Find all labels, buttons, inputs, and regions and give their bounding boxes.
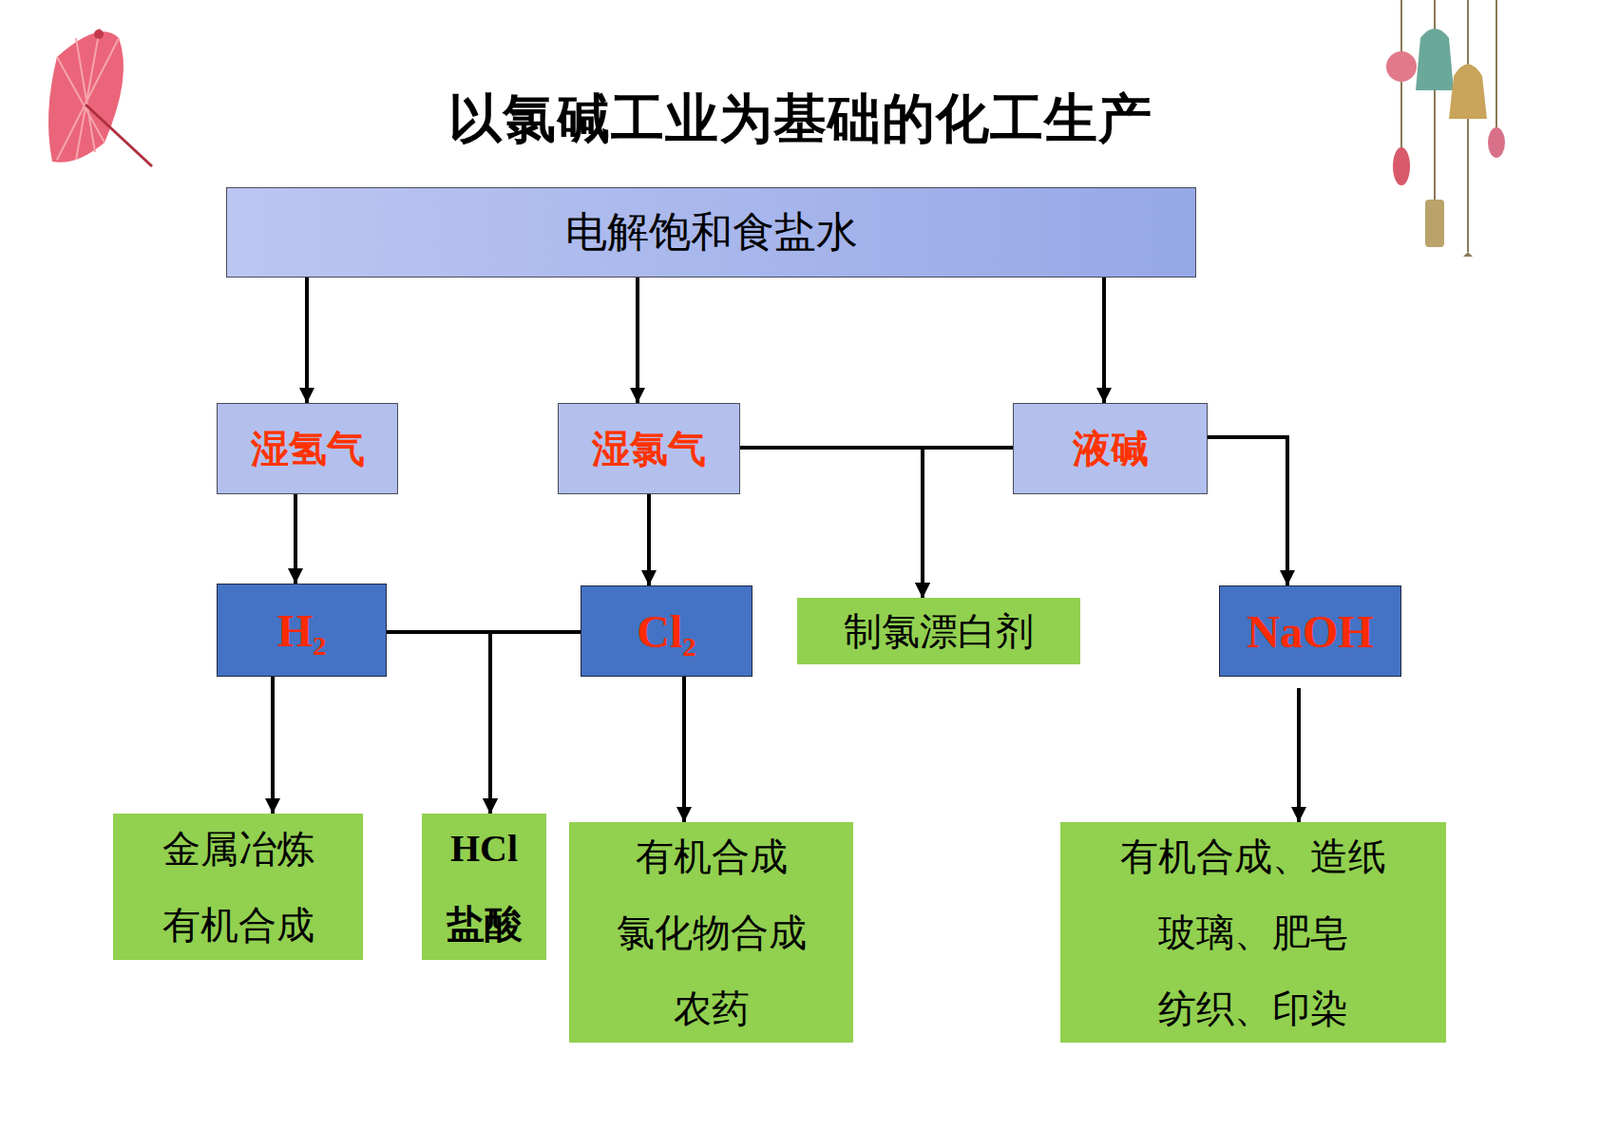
flow-arrow bbox=[922, 447, 1013, 598]
application-box: 有机合成 氯化物合成 农药 bbox=[569, 821, 854, 1043]
product-box: Cl₂ bbox=[580, 585, 753, 677]
process-box: 电解饱和食盐水 bbox=[226, 187, 1197, 278]
flow-arrow bbox=[386, 631, 491, 814]
node-text: 电解饱和食盐水 bbox=[227, 204, 1196, 261]
flow-arrow bbox=[1296, 687, 1301, 822]
intermediate-box: 湿氢气 bbox=[216, 402, 399, 495]
diagram-title: 以氯碱工业为基础的化工生产 bbox=[0, 83, 1600, 156]
node-text: H₂ bbox=[217, 604, 386, 657]
node-text: 有机合成 氯化物合成 农药 bbox=[569, 818, 854, 1047]
flow-arrow bbox=[635, 277, 640, 403]
node-text: 湿氢气 bbox=[217, 422, 398, 476]
node-text: 液碱 bbox=[1013, 422, 1207, 476]
node-text: Cl₂ bbox=[581, 605, 752, 658]
flow-arrow bbox=[304, 277, 309, 403]
flow-arrow bbox=[490, 631, 581, 814]
intermediate-box: 湿氯气 bbox=[557, 402, 741, 495]
node-text: 湿氯气 bbox=[558, 422, 740, 476]
product-box: NaOH bbox=[1219, 585, 1402, 677]
application-box: HCl 盐酸 bbox=[421, 813, 547, 960]
umbrella-illustration bbox=[48, 28, 153, 167]
intermediate-box: 液碱 bbox=[1012, 402, 1208, 495]
node-text: 制氯漂白剂 bbox=[797, 592, 1081, 669]
flow-arrow bbox=[682, 676, 686, 822]
flow-arrow bbox=[740, 447, 923, 598]
node-text: 金属冶炼 有机合成 bbox=[113, 810, 363, 963]
application-box: 金属冶炼 有机合成 bbox=[113, 813, 363, 960]
flow-arrow bbox=[647, 494, 651, 586]
flow-arrow bbox=[270, 676, 275, 814]
node-text: 有机合成、造纸 玻璃、肥皂 纺织、印染 bbox=[1060, 818, 1447, 1047]
wind-chime-illustration bbox=[1386, 0, 1505, 257]
flow-arrow bbox=[293, 494, 298, 584]
application-box: 有机合成、造纸 玻璃、肥皂 纺织、印染 bbox=[1060, 821, 1447, 1043]
node-text: HCl 盐酸 bbox=[421, 810, 547, 963]
flow-arrow bbox=[1102, 277, 1106, 403]
flow-arrow bbox=[1207, 437, 1288, 586]
node-text: NaOH bbox=[1219, 605, 1401, 658]
application-box: 制氯漂白剂 bbox=[797, 597, 1081, 665]
product-box: H₂ bbox=[216, 583, 387, 677]
